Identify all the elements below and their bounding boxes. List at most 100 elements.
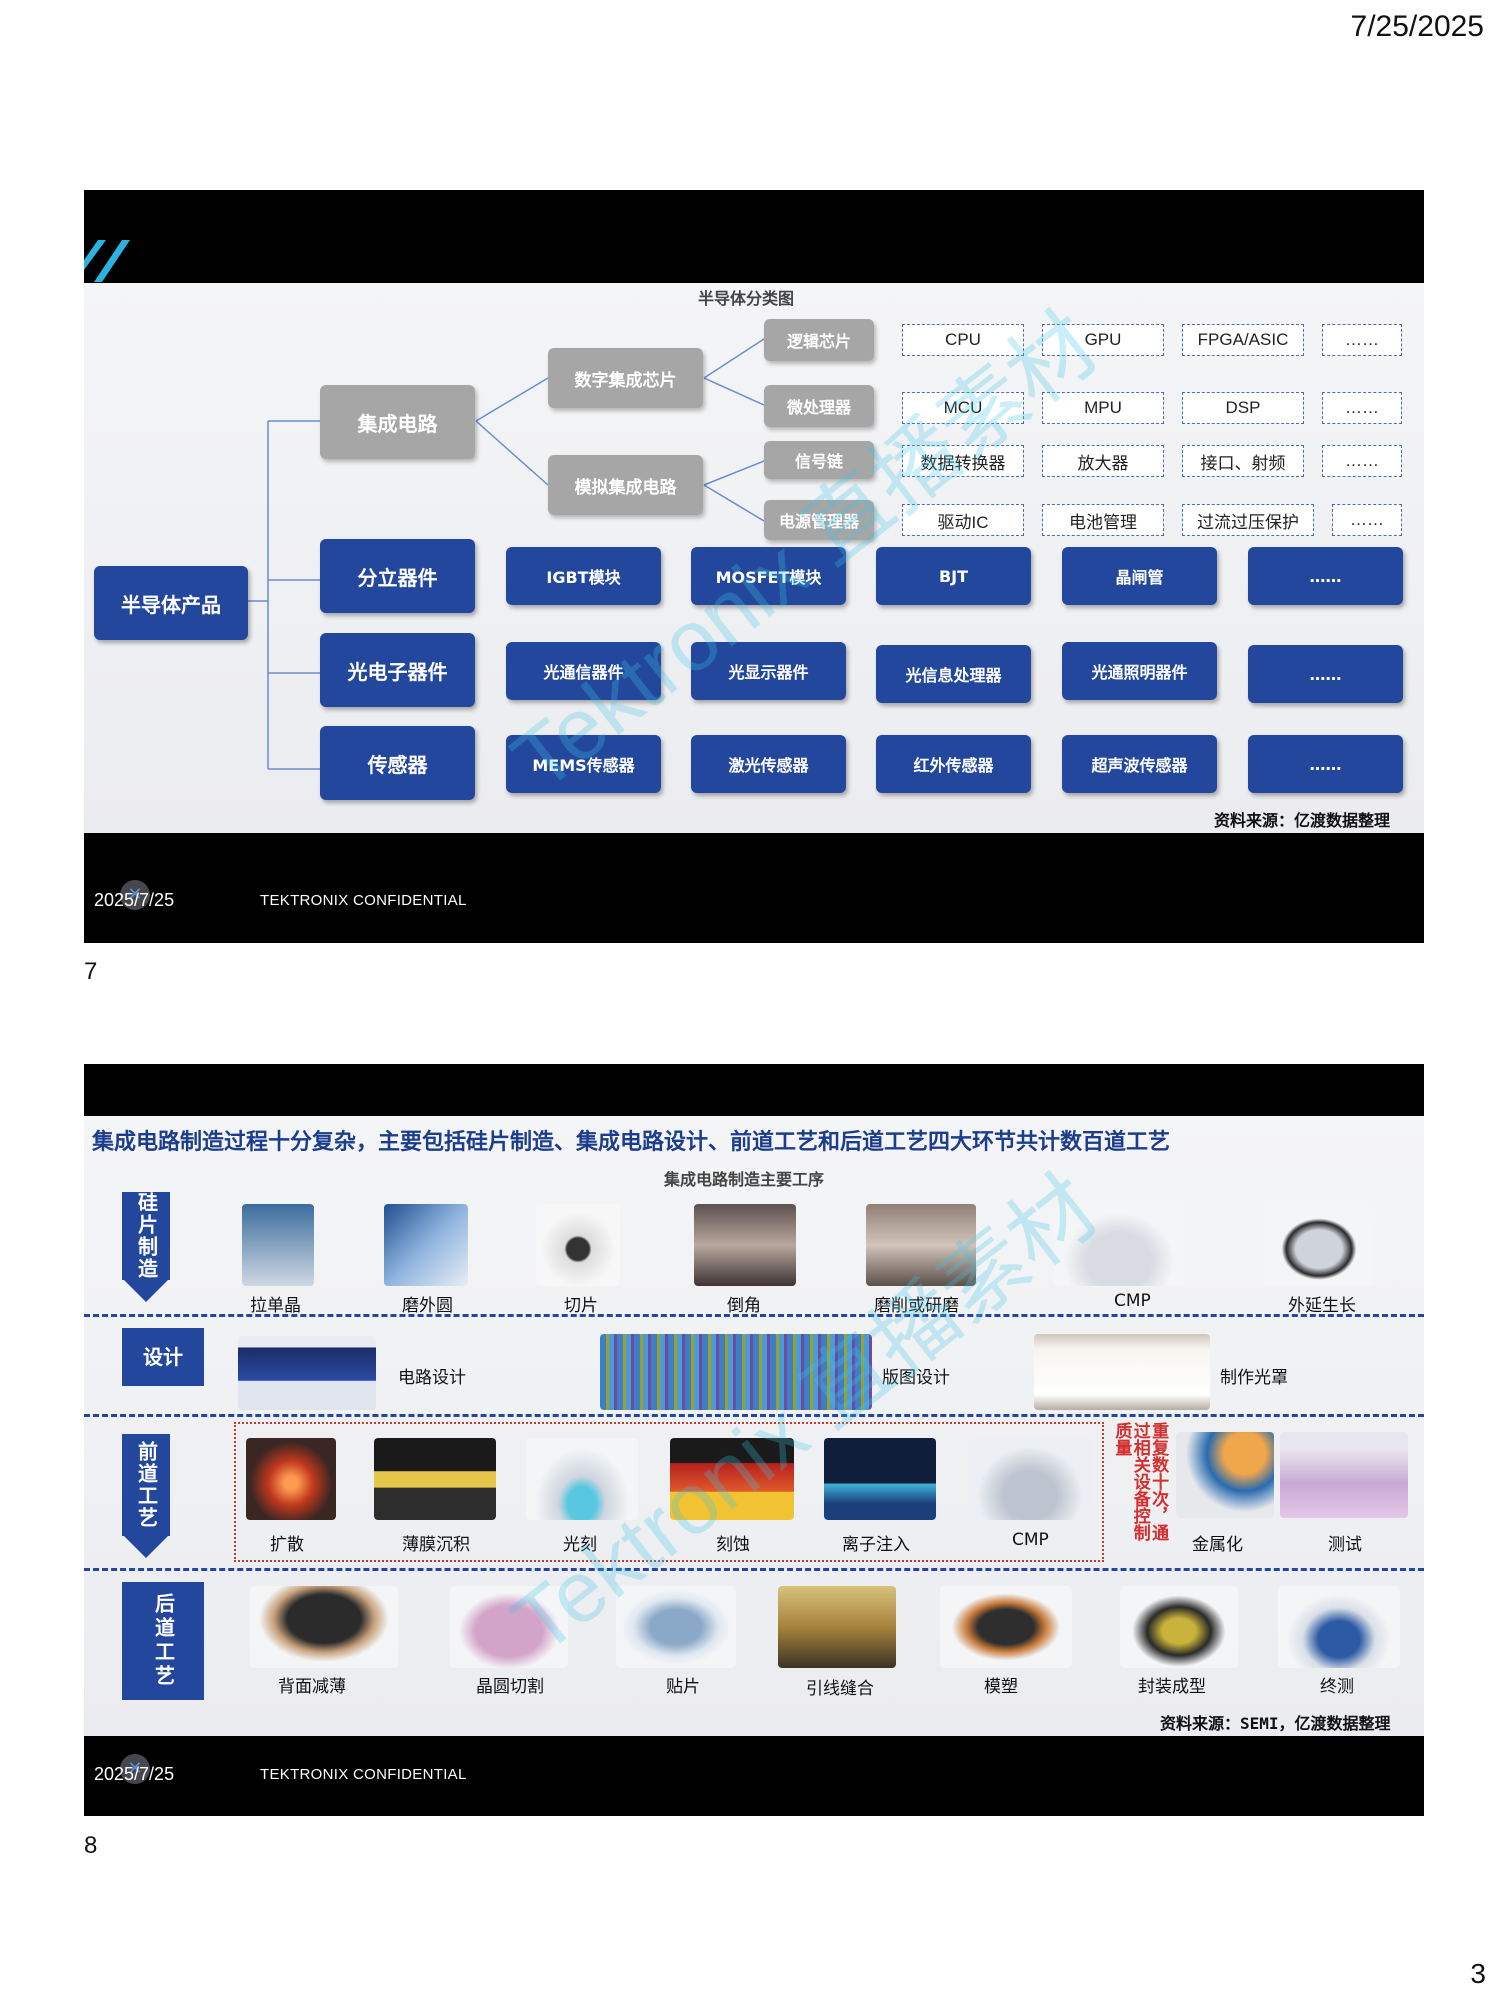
slide-1-number: 7 bbox=[84, 958, 98, 985]
thumb-wafer-dicing bbox=[450, 1586, 568, 1668]
discrete-device-node: 分立器件 bbox=[320, 539, 475, 613]
label-molding: 模塑 bbox=[984, 1677, 1018, 1697]
label-circuit-design: 电路设计 bbox=[398, 1368, 466, 1388]
label-ion-implant: 离子注入 bbox=[842, 1535, 910, 1555]
page-number: 3 bbox=[1470, 1958, 1486, 1989]
ultrasonic-sensor: 超声波传感器 bbox=[1062, 735, 1217, 793]
label-diffusion: 扩散 bbox=[270, 1535, 304, 1555]
thumb-chamfer bbox=[694, 1204, 796, 1286]
label-chamfer: 倒角 bbox=[727, 1296, 761, 1316]
mems-sensor: MEMS传感器 bbox=[506, 735, 661, 793]
thumb-diffusion bbox=[246, 1438, 336, 1520]
thyristor: 晶闸管 bbox=[1062, 547, 1217, 605]
slide1-source: 资料来源：亿渡数据整理 bbox=[1214, 811, 1391, 830]
thumb-lithography bbox=[526, 1438, 638, 1520]
stage-wafer-arrow-icon bbox=[124, 1280, 168, 1302]
integrated-circuit-node: 集成电路 bbox=[320, 385, 475, 459]
thumb-grinding bbox=[384, 1204, 468, 1286]
digital-ic-node: 数字集成芯片 bbox=[548, 348, 703, 408]
label-lapping: 磨削或研磨 bbox=[874, 1296, 959, 1316]
power-management-node: 电源管理器 bbox=[764, 500, 874, 540]
label-pull-crystal: 拉单晶 bbox=[250, 1296, 301, 1316]
thumb-lapping bbox=[866, 1204, 976, 1286]
thumb-epitaxy bbox=[1264, 1204, 1374, 1286]
dashed-box-fpga: FPGA/ASIC bbox=[1182, 324, 1304, 356]
label-metallization: 金属化 bbox=[1192, 1535, 1243, 1555]
thumb-deposition bbox=[374, 1438, 496, 1520]
front-end-repeat-note: 重复数十次，通过相关设备控制质量 bbox=[1111, 1422, 1169, 1541]
label-epitaxy: 外延生长 bbox=[1288, 1296, 1356, 1316]
dashed-box-cpu: CPU bbox=[902, 324, 1024, 356]
stage-back-end: 后道工艺 bbox=[122, 1582, 204, 1700]
infrared-sensor: 红外传感器 bbox=[876, 735, 1031, 793]
thumb-layout-design bbox=[600, 1334, 872, 1410]
thumb-wire-bonding bbox=[778, 1586, 896, 1668]
diagram-caption: 半导体分类图 bbox=[698, 289, 795, 308]
logic-chip-node: 逻辑芯片 bbox=[764, 319, 874, 361]
label-slice: 切片 bbox=[564, 1296, 598, 1316]
stage-design: 设计 bbox=[122, 1328, 204, 1386]
label-cmp-front: CMP bbox=[1012, 1530, 1049, 1550]
signal-chain-node: 信号链 bbox=[764, 441, 874, 479]
thumb-slicing bbox=[536, 1204, 620, 1286]
dashed-box-mpu: MPU bbox=[1042, 392, 1164, 424]
slide-2-number: 8 bbox=[84, 1832, 98, 1859]
thumb-metallization bbox=[1176, 1432, 1274, 1518]
front-end-dotted-box bbox=[234, 1422, 1104, 1562]
label-etching: 刻蚀 bbox=[716, 1535, 750, 1555]
separator-3 bbox=[84, 1568, 1424, 1571]
more-optoelectronic: …… bbox=[1248, 645, 1403, 703]
label-die-attach: 贴片 bbox=[666, 1677, 700, 1697]
bjt: BJT bbox=[876, 547, 1031, 605]
laser-sensor: 激光传感器 bbox=[691, 735, 846, 793]
dashed-box-interface-rf: 接口、射频 bbox=[1182, 445, 1304, 477]
dashed-box-overcurrent: 过流过压保护 bbox=[1182, 504, 1314, 536]
more-discrete: …… bbox=[1248, 547, 1403, 605]
tree-connectors bbox=[248, 338, 765, 770]
slide-1: 半导体分类图 半导体产品 集成电路 分立器件 光电子器件 传感器 数字 bbox=[84, 190, 1424, 943]
optical-lighting-device: 光通照明器件 bbox=[1062, 642, 1217, 700]
label-backside-thinning: 背面减薄 bbox=[278, 1677, 346, 1697]
page-date: 7/25/2025 bbox=[1350, 10, 1484, 43]
dashed-box-dsp: DSP bbox=[1182, 392, 1304, 424]
slide-1-body: 半导体分类图 半导体产品 集成电路 分立器件 光电子器件 传感器 数字 bbox=[84, 283, 1424, 833]
dashed-box-data-converter: 数据转换器 bbox=[902, 445, 1024, 477]
slide2-headline: 集成电路制造过程十分复杂，主要包括硅片制造、集成电路设计、前道工艺和后道工艺四大… bbox=[92, 1130, 1171, 1155]
microprocessor-node: 微处理器 bbox=[764, 385, 874, 427]
label-lithography: 光刻 bbox=[563, 1535, 597, 1555]
optical-comm-device: 光通信器件 bbox=[506, 642, 661, 700]
igbt-module: IGBT模块 bbox=[506, 547, 661, 605]
label-final-test: 终测 bbox=[1320, 1677, 1354, 1697]
thumb-final-test bbox=[1278, 1586, 1400, 1668]
process-caption: 集成电路制造主要工序 bbox=[664, 1170, 825, 1189]
sensor-node: 传感器 bbox=[320, 726, 475, 800]
separator-1 bbox=[84, 1314, 1424, 1317]
label-wire-bonding: 引线缝合 bbox=[806, 1679, 874, 1699]
thumb-backside-thinning bbox=[250, 1586, 398, 1668]
thumb-molding bbox=[940, 1586, 1072, 1668]
footer-logo-icon: ✕ bbox=[120, 1754, 150, 1784]
label-wafer-dicing: 晶圆切割 bbox=[476, 1677, 544, 1697]
dashed-box-amplifier: 放大器 bbox=[1042, 445, 1164, 477]
thumb-test bbox=[1280, 1432, 1408, 1518]
label-deposition: 薄膜沉积 bbox=[402, 1535, 470, 1555]
dashed-box-more: …… bbox=[1322, 445, 1402, 477]
thumb-etching bbox=[670, 1438, 794, 1520]
dashed-box-driver-ic: 驱动IC bbox=[902, 504, 1024, 536]
dashed-box-more: …… bbox=[1322, 324, 1402, 356]
tektronix-corner-logo bbox=[84, 240, 130, 282]
label-photomask: 制作光罩 bbox=[1220, 1368, 1288, 1388]
label-layout-design: 版图设计 bbox=[882, 1368, 950, 1388]
optical-display-device: 光显示器件 bbox=[691, 642, 846, 700]
dashed-box-mcu: MCU bbox=[902, 392, 1024, 424]
label-test: 测试 bbox=[1328, 1535, 1362, 1555]
dashed-box-battery-mgmt: 电池管理 bbox=[1042, 504, 1164, 536]
analog-ic-node: 模拟集成电路 bbox=[548, 455, 703, 515]
stage-front-arrow-icon bbox=[124, 1536, 168, 1558]
stage-front-end: 前道工艺 bbox=[122, 1434, 170, 1536]
optoelectronic-node: 光电子器件 bbox=[320, 633, 475, 707]
slide-2: 集成电路制造过程十分复杂，主要包括硅片制造、集成电路设计、前道工艺和后道工艺四大… bbox=[84, 1064, 1424, 1816]
slide2-source: 资料来源：SEMI，亿渡数据整理 bbox=[1160, 1714, 1391, 1733]
thumb-cmp-front bbox=[968, 1438, 1092, 1520]
label-grind-outer: 磨外圆 bbox=[402, 1296, 453, 1316]
